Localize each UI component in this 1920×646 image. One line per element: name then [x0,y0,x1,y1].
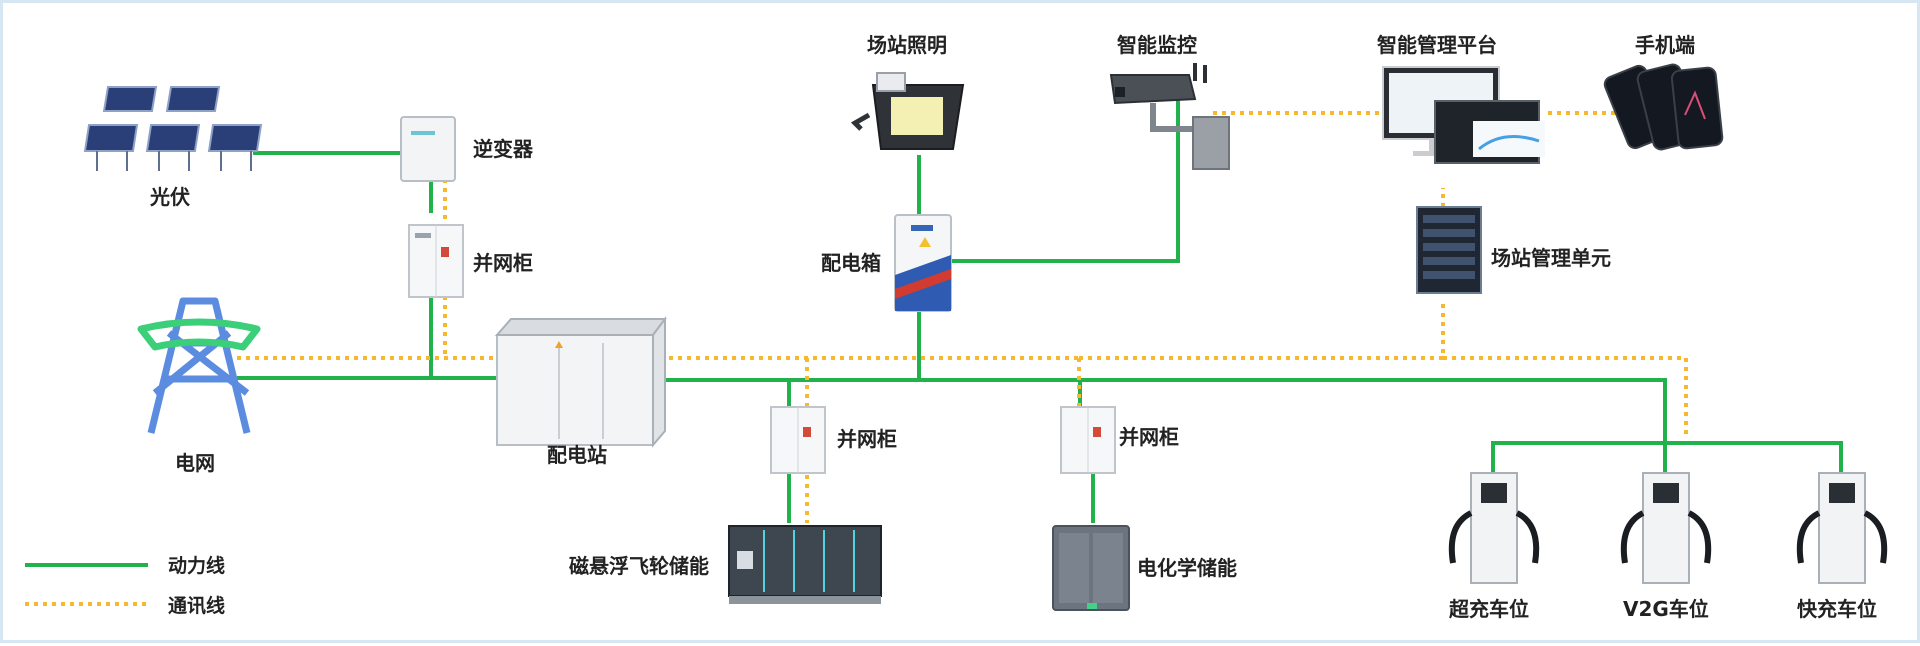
charger-v2g-icon [1620,472,1712,584]
power-lines [237,81,1843,523]
comm-line-to-unit [1079,303,1445,360]
label-substation: 配电站 [547,443,607,467]
label-platform: 智能管理平台 [1377,33,1497,57]
grid-cabinet-chem-icon [1060,406,1116,474]
label-monitoring: 智能监控 [1117,33,1197,57]
label-super-charge: 超充车位 [1449,597,1529,621]
label-station-unit: 场站管理单元 [1491,246,1611,270]
platform-screens-icon [1382,66,1545,164]
legend-comm-label: 通讯线 [168,595,226,617]
label-grid-cabinet-top: 并网柜 [473,251,533,275]
flywheel-storage-icon [728,525,882,604]
camera-icon [1109,63,1230,170]
label-grid-cabinet-chem: 并网柜 [1119,425,1179,449]
label-mobile: 手机端 [1635,33,1695,57]
station-unit-icon [1416,206,1482,294]
charger-super-icon [1448,472,1540,584]
label-grid: 电网 [175,451,215,475]
grid-tower-icon [137,297,261,434]
label-inverter: 逆变器 [473,137,533,161]
connection-lines [25,63,1888,611]
power-line-main-bus [649,378,1667,443]
label-grid-cabinet-flywheel: 并网柜 [837,427,897,451]
label-lighting: 场站照明 [867,33,947,57]
floodlight-icon [850,72,965,150]
label-fast-charge: 快充车位 [1797,597,1877,621]
comm-line-chargers [1443,356,1688,438]
distribution-box-icon [894,214,952,312]
substation-icon [494,316,667,448]
mobile-phones-icon [1603,63,1724,151]
legend-power-label: 动力线 [168,555,226,577]
power-line-box-camera [951,81,1180,263]
grid-cabinet-flywheel-icon [770,406,826,474]
label-pv: 光伏 [150,185,190,209]
label-v2g: V2G车位 [1623,597,1709,621]
label-chem-storage: 电化学储能 [1137,556,1237,580]
charger-fast-icon [1796,472,1888,584]
label-distribution-box: 配电箱 [821,251,881,275]
inverter-icon [400,116,456,182]
chem-storage-icon [1052,525,1130,611]
grid-cabinet-top-icon [408,224,464,298]
solar-panels-icon [83,86,263,171]
label-flywheel-storage: 磁悬浮飞轮储能 [569,554,709,578]
